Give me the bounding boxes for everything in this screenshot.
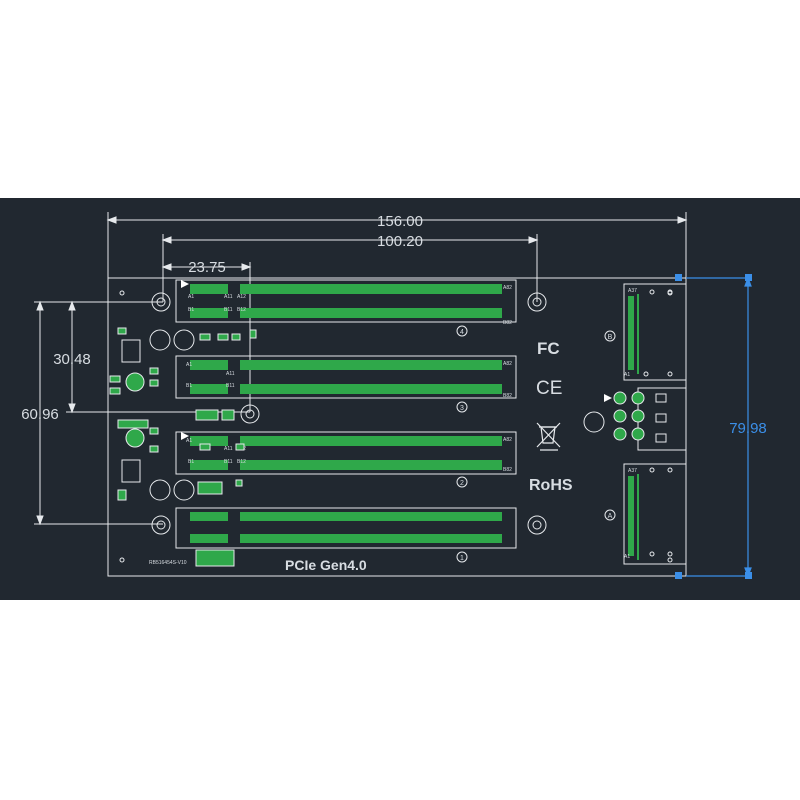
mounting-hole (240, 404, 260, 424)
pin-label: A1 (624, 372, 630, 378)
pin-label: A1 (186, 362, 192, 368)
pin-label: B11 (224, 459, 233, 465)
rohs-mark: RoHS (529, 477, 573, 494)
pin-label: A1 (624, 554, 630, 560)
pcie-slot-1[interactable]: 1 (175, 507, 517, 563)
slot-number: 2 (460, 480, 464, 487)
connector-label: B (608, 334, 613, 341)
pin-label: B1 (186, 383, 192, 389)
dimension-overall-width-label: 156.00 (377, 213, 423, 230)
dimension-overall-width[interactable] (106, 212, 688, 278)
dimension-slot-span-label: 100.20 (377, 233, 423, 250)
pcie-slot-3[interactable]: A1 A11 A82 B1 B11 B82 3 (175, 355, 517, 413)
fc-mark: FC (537, 339, 560, 358)
dimension-board-height-label: 79.98 (729, 420, 767, 437)
board-outline[interactable] (107, 277, 687, 577)
dimension-slot-offset-label: 23.75 (188, 259, 226, 276)
pin-label: B12 (237, 459, 246, 465)
pcb-drawing: 156.00 100.20 23.75 30.48 60.96 79.98 (21, 212, 767, 579)
dimension-board-height[interactable] (675, 274, 752, 579)
slot-number: 4 (460, 329, 464, 336)
dimension-slot-span-vertical[interactable] (34, 300, 163, 526)
weee-bin-icon (536, 422, 561, 451)
pin-label: A1 (188, 294, 194, 300)
mounting-hole (527, 292, 547, 312)
pin-label: A82 (503, 361, 512, 367)
ce-mark: CE (536, 378, 562, 399)
pin-label: A11 (224, 294, 233, 300)
pcie-slot-4[interactable]: A1 A11 A12 A82 B1 B11 B12 B82 4 (175, 279, 517, 337)
product-label: PCIe Gen4.0 (285, 557, 367, 573)
connector-label: A (608, 513, 613, 520)
part-number-label: RB516454S-V10 (149, 560, 187, 566)
dimension-slot-pitch-label: 30.48 (53, 351, 91, 368)
mounting-holes (119, 290, 673, 563)
pin-label: A82 (503, 285, 512, 291)
pin-label: B1 (188, 307, 194, 313)
pin-label: A37 (628, 468, 637, 474)
pin-label: B82 (503, 467, 512, 473)
components-left (109, 327, 257, 567)
dimension-slot-span-vertical-label: 60.96 (21, 406, 59, 423)
pin-label: B82 (503, 320, 512, 326)
mounting-hole (527, 515, 547, 535)
slot-number: 1 (460, 555, 464, 562)
dimension-slot-span[interactable] (161, 234, 539, 302)
pin-label: B11 (226, 383, 235, 389)
pin-label: A12 (237, 294, 246, 300)
dimension-slot-pitch[interactable] (66, 300, 250, 414)
pin-label: B1 (188, 459, 194, 465)
mounting-hole (151, 292, 171, 312)
power-connector[interactable] (583, 387, 687, 451)
pin-label: A11 (224, 446, 233, 452)
pin-label: A37 (628, 288, 637, 294)
cad-canvas[interactable]: 156.00 100.20 23.75 30.48 60.96 79.98 (0, 198, 800, 600)
pin-label: A1 (186, 438, 192, 444)
pin-label: A82 (503, 437, 512, 443)
mounting-hole (151, 515, 171, 535)
pin-label: B12 (237, 307, 246, 313)
pin-label: A11 (226, 371, 235, 377)
connector-b[interactable]: A37 A1 B (604, 283, 687, 381)
pin-label: B82 (503, 393, 512, 399)
pcie-slot-2[interactable]: A1 A11 A12 A82 B1 B11 B12 B82 2 (175, 431, 517, 488)
slot-number: 3 (460, 405, 464, 412)
pin-label: B11 (224, 307, 233, 313)
connector-a[interactable]: A37 A1 A (604, 463, 687, 565)
